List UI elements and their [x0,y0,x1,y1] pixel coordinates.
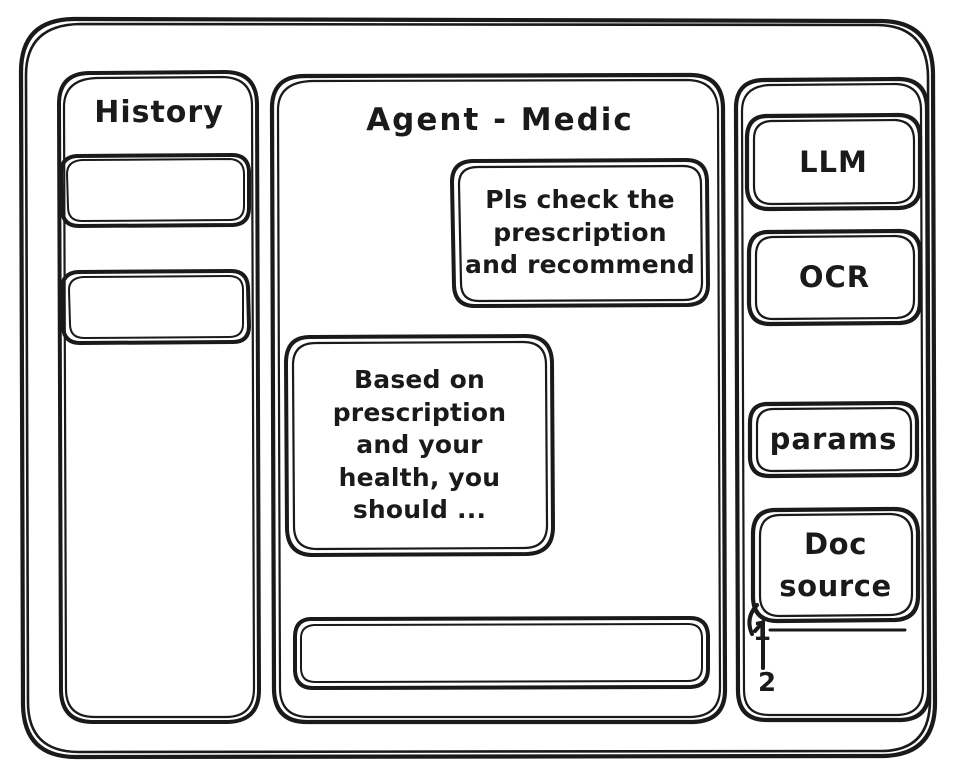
history-item-1[interactable] [61,155,249,226]
message-bubble-assistant: Based on prescription and your health, y… [286,336,553,555]
composer-input-value [295,618,708,688]
page-title: Agent - Medic [366,101,634,138]
params-button-label: params [769,422,898,457]
sidebar-title: History [94,95,224,131]
doc-source-entry-2[interactable]: 2 [758,667,777,698]
history-item-2[interactable] [62,271,249,343]
history-item-2-label [62,271,249,343]
doc-source-entry-1[interactable]: 1 [753,616,772,647]
tool-button-ocr-label: OCR [798,260,871,295]
message-bubble-user-text: Pls check the prescription and recommend [465,185,695,280]
doc-source-box[interactable]: Doc source [753,509,918,621]
tool-button-llm-label: LLM [799,144,868,179]
params-button[interactable]: params [750,403,917,476]
composer-input[interactable] [295,618,708,688]
history-item-1-label [61,155,249,226]
message-bubble-user: Pls check the prescription and recommend [452,160,708,306]
tool-button-llm[interactable]: LLM [747,115,920,209]
message-bubble-assistant-text: Based on prescription and your health, y… [332,365,507,525]
doc-source-label: Doc source [779,526,892,603]
tool-button-ocr[interactable]: OCR [749,231,920,324]
